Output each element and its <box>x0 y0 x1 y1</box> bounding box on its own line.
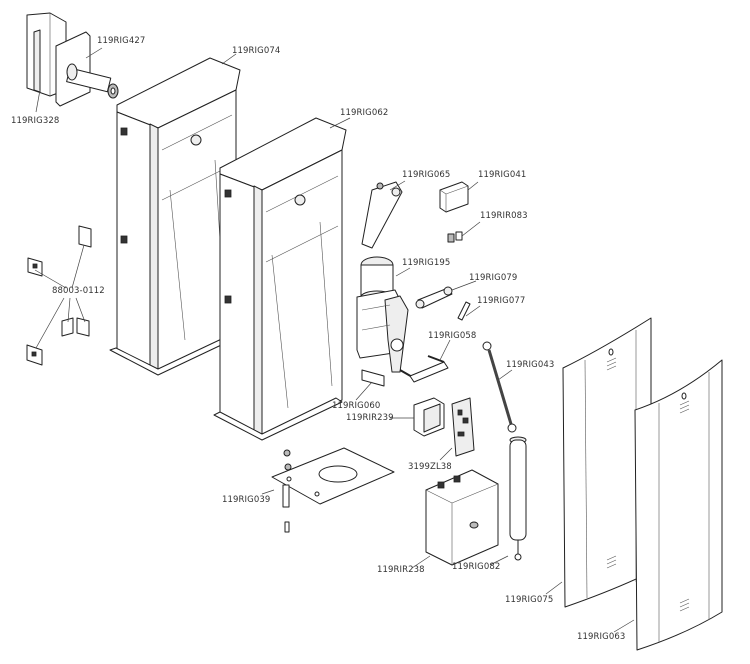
label-119RIG058: 119RIG058 <box>428 331 477 341</box>
label-119RIR239: 119RIR239 <box>346 413 394 423</box>
label-119RIR238: 119RIR238 <box>377 565 425 575</box>
label-119RIG082: 119RIG082 <box>452 562 501 572</box>
label-119RIG063: 119RIG063 <box>577 632 626 642</box>
label-119RIG079: 119RIG079 <box>469 273 518 283</box>
leader-lines <box>34 47 635 633</box>
label-119RIG065: 119RIG065 <box>402 170 451 180</box>
label-88003-0112: 88003-0112 <box>52 286 105 296</box>
part-119RIG039 <box>271 447 395 533</box>
part-119RIG077 <box>457 301 471 321</box>
part-119RIG041 <box>439 181 469 213</box>
label-119RIG328: 119RIG328 <box>11 116 60 126</box>
label-119RIG075: 119RIG075 <box>505 595 554 605</box>
part-119RIR083 <box>447 231 463 243</box>
label-3199ZL38: 3199ZL38 <box>408 462 452 472</box>
part-119RIG082 <box>509 436 527 561</box>
part-119RIR238 <box>425 469 499 566</box>
part-119RIG079 <box>415 286 453 309</box>
part-88003-0112 <box>26 225 92 366</box>
label-119RIR083: 119RIR083 <box>480 211 528 221</box>
label-119RIG074: 119RIG074 <box>232 46 281 56</box>
label-119RIG062: 119RIG062 <box>340 108 389 118</box>
part-119RIG065 <box>361 181 403 249</box>
part-119RIG060 <box>361 369 385 387</box>
part-119RIG043 <box>482 341 517 433</box>
part-119RIG058 <box>399 355 449 383</box>
part-119RIG074 <box>109 57 241 376</box>
label-119RIG039: 119RIG039 <box>222 495 271 505</box>
part-119RIR239 <box>413 397 445 437</box>
part-119RIG063 <box>634 359 723 651</box>
label-119RIG043: 119RIG043 <box>506 360 555 370</box>
label-119RIG077: 119RIG077 <box>477 296 526 306</box>
part-119RIG062 <box>213 117 347 441</box>
label-119RIG041: 119RIG041 <box>478 170 527 180</box>
label-119RIG060: 119RIG060 <box>332 401 381 411</box>
part-119RIG075 <box>562 317 652 608</box>
label-119RIG427: 119RIG427 <box>97 36 146 46</box>
label-119RIG195: 119RIG195 <box>402 258 451 268</box>
part-119RIG195 <box>356 256 409 373</box>
part-119RIG427 <box>55 31 119 107</box>
part-3199ZL38 <box>451 397 475 457</box>
